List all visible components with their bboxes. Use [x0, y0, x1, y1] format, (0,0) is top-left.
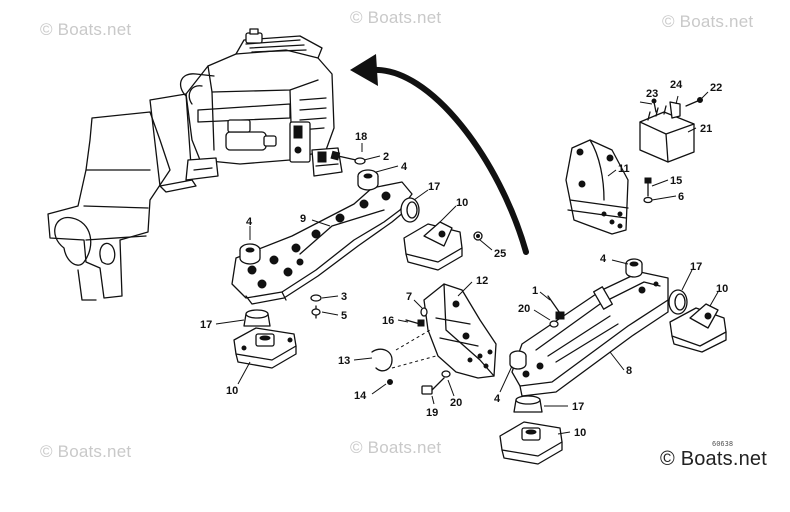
- engine-assembly-drawing: [47, 28, 343, 301]
- label-4: 4: [401, 161, 408, 173]
- label-4: 4: [494, 393, 501, 405]
- label-13: 13: [338, 355, 350, 367]
- part-12-bracket: [423, 283, 497, 379]
- watermark: © Boats.net: [40, 442, 132, 461]
- part-18-bolt: [330, 150, 357, 161]
- label-17: 17: [200, 319, 212, 331]
- part-3-washer: [310, 294, 322, 302]
- part-17-cushion-right: [668, 289, 688, 315]
- label-25: 25: [494, 248, 506, 260]
- watermark: © Boats.net: [350, 8, 442, 27]
- label-21: 21: [700, 123, 712, 135]
- label-3: 3: [341, 291, 347, 303]
- assembly-direction-arrow: [350, 54, 529, 255]
- watermark: © Boats.net: [350, 438, 442, 457]
- label-23: 23: [646, 88, 658, 100]
- label-5: 5: [341, 310, 347, 322]
- watermark-brand: © Boats.net: [660, 448, 767, 470]
- part-4-rubber-mount-8: [625, 258, 643, 278]
- part-14-fastener: [387, 379, 393, 385]
- watermark: © Boats.net: [40, 20, 132, 39]
- part-8-mount-bracket: [511, 271, 669, 397]
- part-16-screw: [405, 319, 425, 327]
- part-10-mount-base-bottom: [499, 421, 563, 465]
- label-16: 16: [382, 315, 394, 327]
- label-17: 17: [572, 401, 584, 413]
- part-24-terminal: [669, 101, 681, 119]
- part-13-clip: [371, 348, 393, 372]
- label-4: 4: [246, 216, 253, 228]
- label-4: 4: [600, 253, 607, 265]
- leader-lines: [215, 91, 719, 435]
- part-15-bolt: [644, 177, 652, 197]
- label-2: 2: [383, 151, 389, 163]
- part-number-labels: 18 2 4 9 4 17 10 25 3 5 17 10 23 24 22 2…: [200, 79, 733, 448]
- part-6-washer: [643, 196, 653, 204]
- part-17-cushion-upper: [400, 197, 420, 223]
- label-17: 17: [428, 181, 440, 193]
- label-22: 22: [710, 82, 722, 94]
- label-18: 18: [355, 131, 367, 143]
- part-5-bolt: [311, 305, 321, 319]
- label-9: 9: [300, 213, 306, 225]
- label-10: 10: [226, 385, 238, 397]
- watermark: © Boats.net: [662, 12, 754, 31]
- part-17-cushion-9: [243, 309, 271, 327]
- label-14: 14: [354, 390, 367, 402]
- part-4-rubber-mount-left: [239, 243, 261, 265]
- part-1-bolt: [547, 295, 565, 320]
- part-20-washer-low: [441, 370, 451, 378]
- label-10: 10: [456, 197, 468, 209]
- part-9-mount-bracket: [231, 181, 413, 305]
- part-19-bolt: [421, 377, 445, 395]
- part-10-mount-base-left: [233, 327, 297, 369]
- drawing-code: 60638: [712, 440, 733, 448]
- label-1: 1: [532, 285, 538, 297]
- label-8: 8: [626, 365, 632, 377]
- part-2-washer: [354, 157, 366, 165]
- label-10: 10: [716, 283, 728, 295]
- part-25-nut: [473, 231, 483, 241]
- label-17: 17: [690, 261, 702, 273]
- part-20-washer: [549, 320, 559, 328]
- label-11: 11: [618, 163, 630, 175]
- part-17-cushion-bottom: [513, 395, 543, 413]
- label-20: 20: [518, 303, 530, 315]
- part-10-mount-base-upper: [403, 221, 463, 271]
- label-20: 20: [450, 397, 462, 409]
- label-12: 12: [476, 275, 488, 287]
- part-22-screw: [685, 97, 703, 107]
- part-11-bracket: [565, 139, 629, 235]
- part-21-relay: [639, 105, 695, 163]
- part-7-washer: [420, 307, 428, 317]
- label-10: 10: [574, 427, 586, 439]
- label-24: 24: [670, 79, 683, 91]
- part-23-screw: [651, 98, 657, 113]
- part-4-rubber-mount-8b: [509, 350, 527, 370]
- part-4-rubber-mount-upper: [357, 169, 379, 191]
- label-15: 15: [670, 175, 682, 187]
- part-10-mount-base-right: [669, 303, 727, 353]
- label-19: 19: [426, 407, 438, 419]
- label-6: 6: [678, 191, 684, 203]
- label-7: 7: [406, 291, 412, 303]
